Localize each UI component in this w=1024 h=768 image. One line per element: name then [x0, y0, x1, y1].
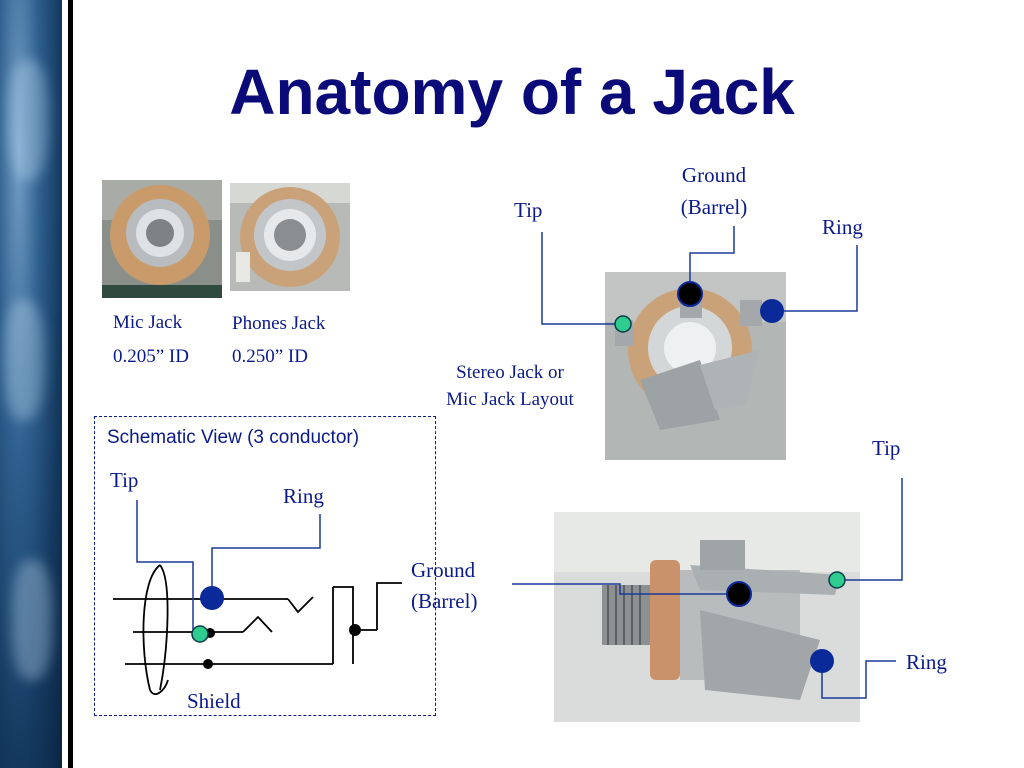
- side-ground-label-line2: (Barrel): [411, 589, 478, 613]
- stereo-tip-label: Tip: [514, 198, 543, 222]
- schematic-ring-dot: [200, 586, 224, 610]
- phones-jack-photo: [230, 183, 350, 291]
- schematic-shield-node: [203, 659, 213, 669]
- side-jack-photo: [554, 512, 860, 722]
- schematic-tip-dot: [191, 625, 209, 643]
- side-tip-dot: [828, 571, 846, 589]
- side-tip-label: Tip: [872, 436, 901, 460]
- stereo-caption-line2: Mic Jack Layout: [446, 389, 574, 410]
- side-ground-dot: [726, 581, 752, 607]
- sidebar-divider: [68, 0, 73, 768]
- schematic-drawing: [113, 564, 402, 695]
- mic-jack-photo: [102, 180, 222, 298]
- phones-jack-label: Phones Jack: [232, 313, 326, 334]
- schematic-tip-leader: [136, 500, 194, 632]
- stereo-jack-photo: [605, 272, 786, 460]
- slide-title: Anatomy of a Jack: [229, 56, 795, 128]
- stereo-ring-leader: [772, 245, 858, 312]
- side-ground-label-line1: Ground: [411, 558, 476, 582]
- decorative-sidebar: [0, 0, 62, 768]
- side-ring-dot: [810, 649, 834, 673]
- stereo-caption-line1: Stereo Jack or: [456, 362, 564, 383]
- phones-jack-id: 0.250” ID: [232, 346, 308, 367]
- schematic-ring-leader: [211, 514, 321, 598]
- mic-jack-label: Mic Jack: [113, 312, 183, 333]
- side-ground-leader: [512, 583, 738, 595]
- stereo-ground-leader: [689, 226, 735, 290]
- stereo-ground-label-line2: (Barrel): [680, 195, 748, 219]
- schematic-view-box: Schematic View (3 conductor): [94, 416, 436, 716]
- schematic-barrel-node: [349, 624, 361, 636]
- side-ring-label: Ring: [906, 650, 947, 674]
- schematic-shield-label: Shield: [187, 689, 241, 713]
- schematic-ring-label: Ring: [283, 484, 324, 508]
- stereo-tip-dot: [614, 315, 632, 333]
- stereo-ring-dot: [760, 299, 784, 323]
- stereo-ring-label: Ring: [822, 215, 863, 239]
- schematic-tip-label: Tip: [110, 468, 139, 492]
- mic-jack-id: 0.205” ID: [113, 346, 189, 367]
- stereo-ground-dot: [677, 281, 703, 307]
- stereo-ground-label-line1: Ground: [681, 163, 747, 187]
- side-tip-leader: [838, 478, 903, 581]
- schematic-title: Schematic View (3 conductor): [107, 427, 360, 448]
- side-ring-leader: [821, 660, 896, 699]
- stereo-tip-leader: [541, 232, 622, 325]
